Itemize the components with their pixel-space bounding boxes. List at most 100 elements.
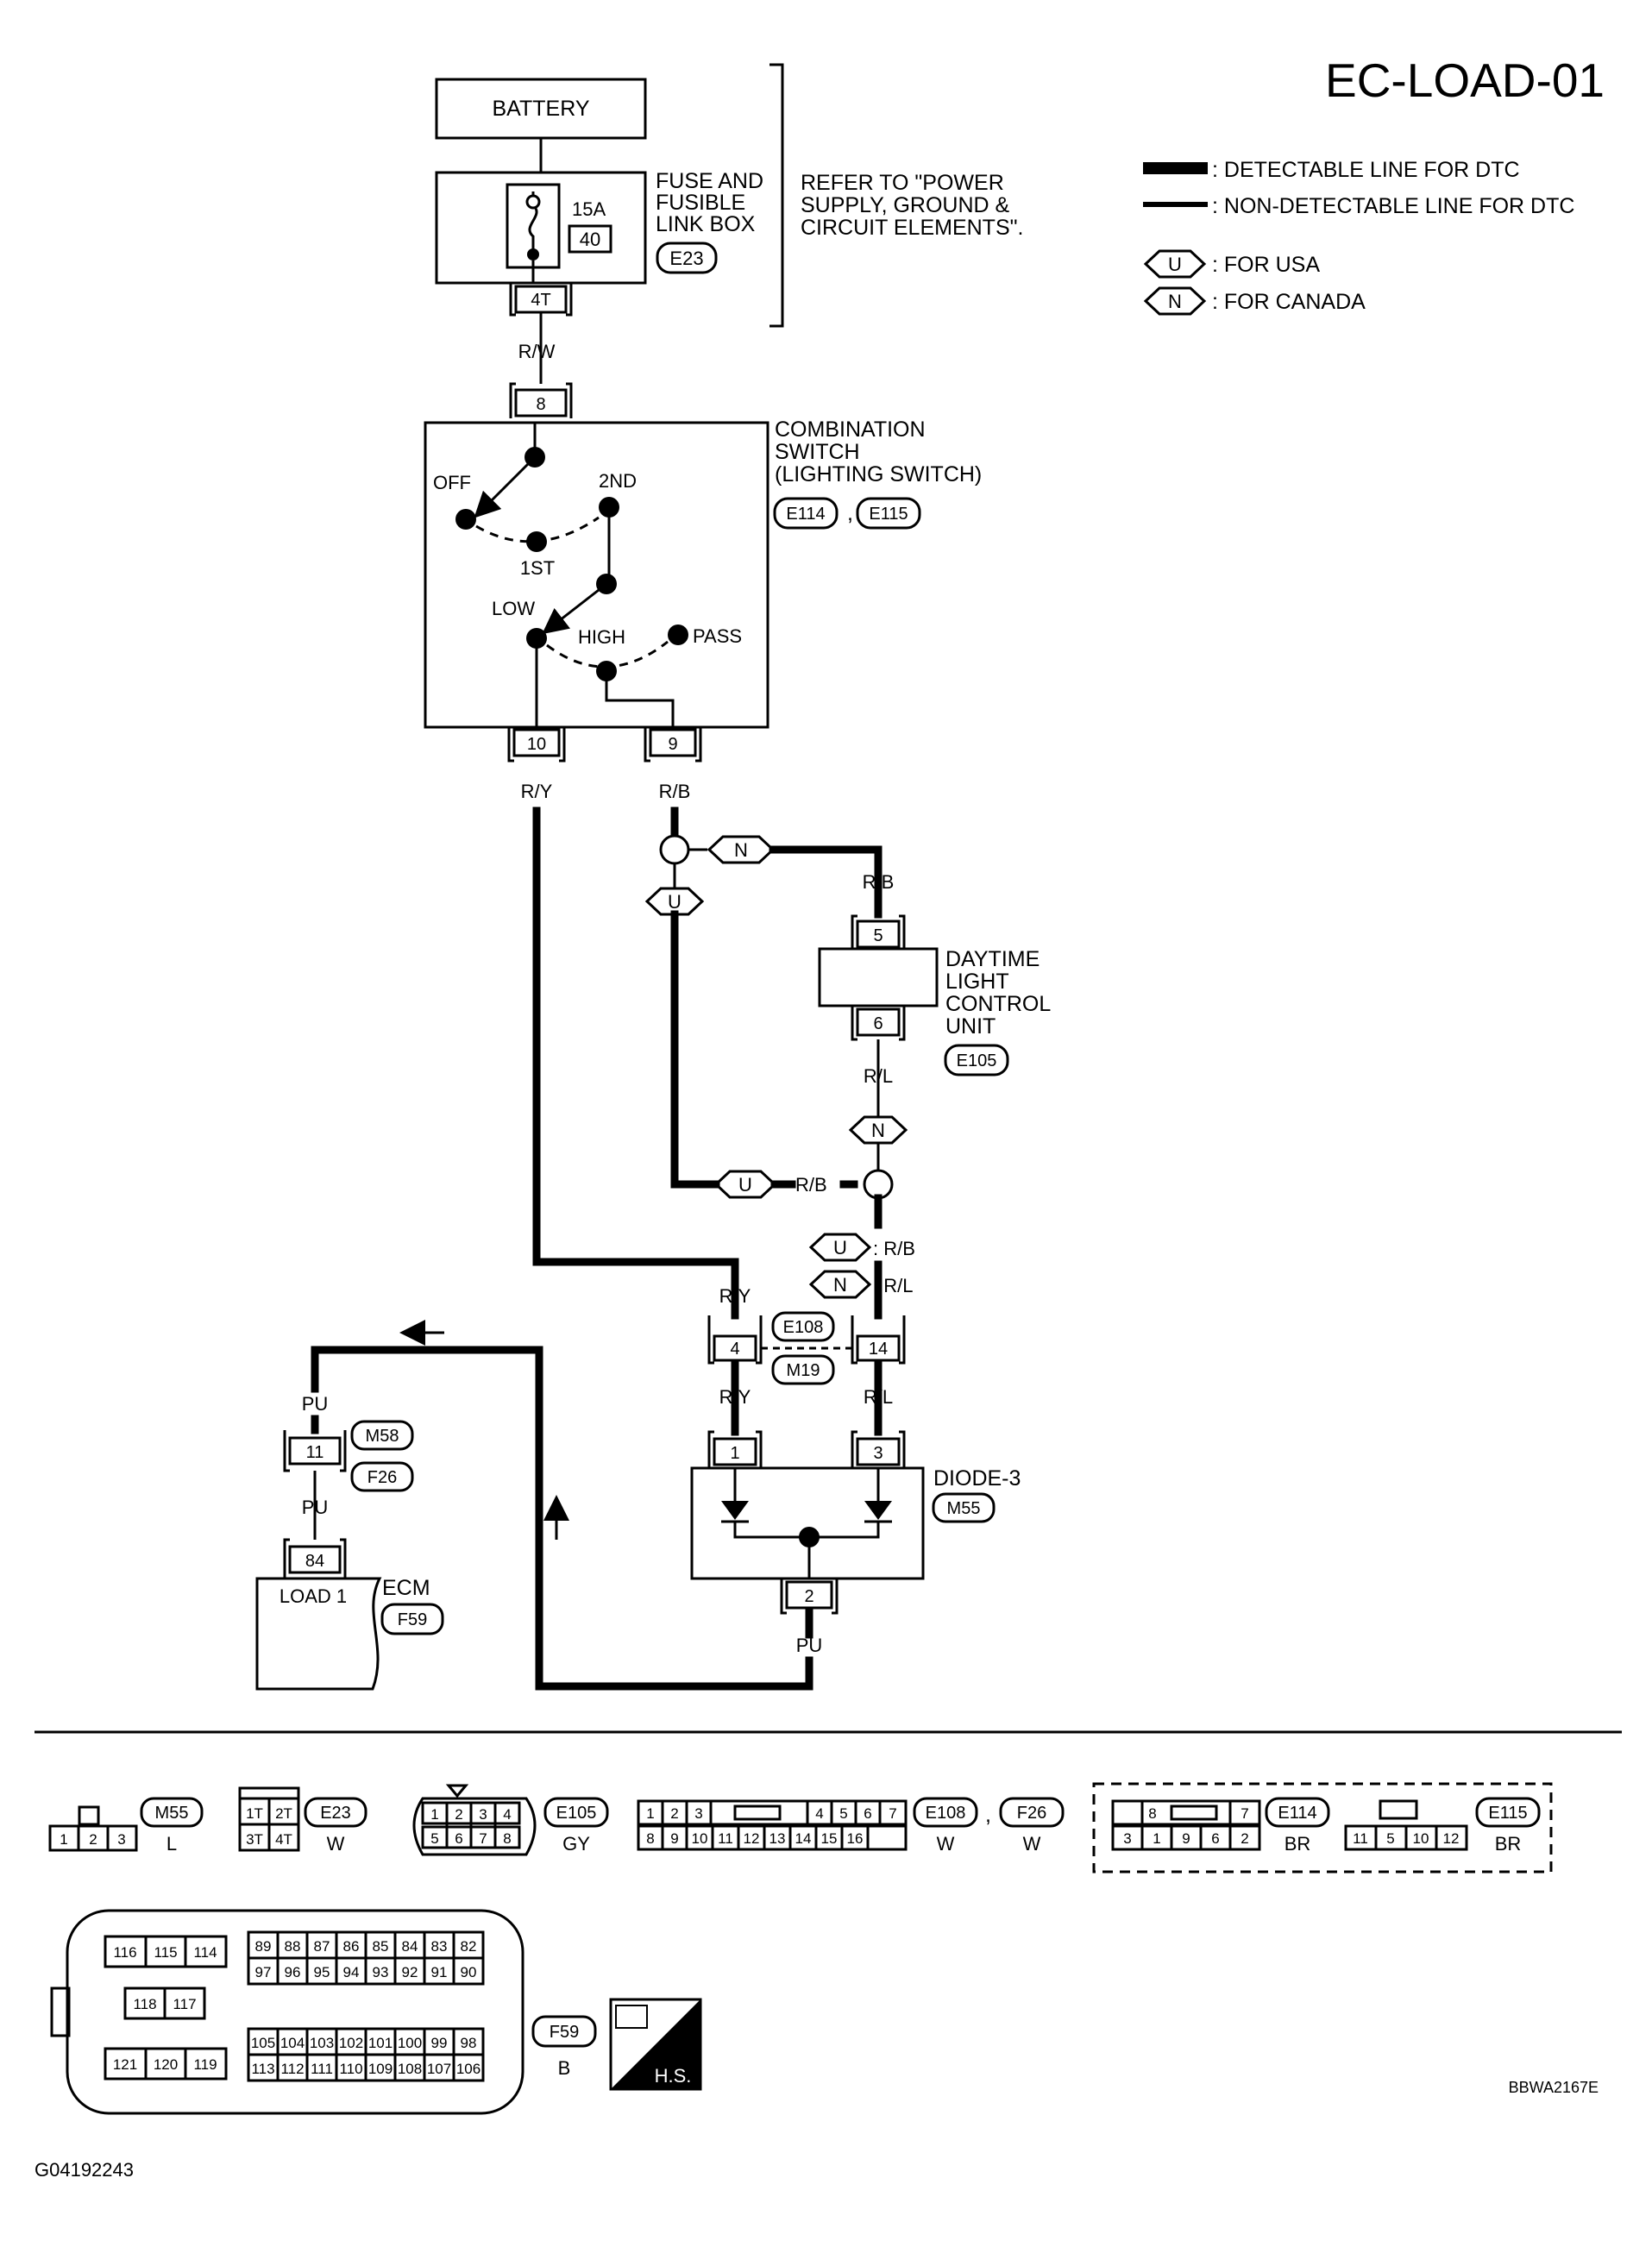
- ecm-label: ECM: [382, 1576, 430, 1600]
- svg-text:11: 11: [306, 1443, 324, 1462]
- wire-pu-b: PU: [302, 1393, 329, 1415]
- combination-switch-label-3: (LIGHTING SWITCH): [775, 462, 982, 486]
- switch-1st: 1ST: [520, 557, 555, 579]
- connector-view-e108: 1 2 3 4 5 6 7 8 9 10 11 12 13 14 15 16 E…: [637, 1797, 1065, 1855]
- fuse-box-label-1: FUSE AND: [656, 169, 763, 193]
- tag-n-right-shape: [848, 1115, 908, 1145]
- svg-text:5: 5: [873, 926, 883, 945]
- joint-conn-bottom: M19: [787, 1361, 820, 1380]
- wire-ry-b: R/Y: [719, 1285, 751, 1307]
- connector-view-e23: 1T 2T 3T 4T E23 W: [238, 1786, 367, 1855]
- svg-text:86: 86: [343, 1938, 360, 1955]
- dlc-label-4: UNIT: [945, 1014, 996, 1039]
- svg-text:12: 12: [744, 1830, 760, 1847]
- e108-color: W: [937, 1833, 955, 1855]
- svg-text:8: 8: [536, 395, 545, 414]
- diode-a-icon: [721, 1501, 749, 1520]
- svg-text:93: 93: [373, 1964, 389, 1980]
- svg-text:107: 107: [427, 2061, 451, 2077]
- combination-switch-conn-1: E114: [786, 505, 825, 524]
- refer-line-2: SUPPLY, GROUND &: [801, 193, 1010, 217]
- legend-canada-tag: N: [1168, 291, 1182, 312]
- svg-text:6: 6: [864, 1805, 871, 1822]
- daytime-light-control-unit: [818, 947, 939, 1007]
- svg-text:14: 14: [795, 1830, 812, 1847]
- svg-text:98: 98: [461, 2035, 477, 2051]
- tag-u-left: U: [668, 891, 682, 913]
- dlc-connector: E105: [957, 1051, 997, 1070]
- svg-text:3: 3: [479, 1806, 487, 1823]
- diagram-title: EC-LOAD-01: [1325, 53, 1605, 107]
- svg-text:108: 108: [398, 2061, 422, 2077]
- e115-color: BR: [1495, 1833, 1522, 1855]
- combination-switch-label-1: COMBINATION: [775, 417, 926, 442]
- svg-text:111: 111: [311, 2061, 333, 2077]
- svg-text:11: 11: [1353, 1830, 1368, 1847]
- svg-text:,: ,: [985, 1803, 991, 1827]
- svg-text:7: 7: [479, 1830, 487, 1847]
- diode-3: [690, 1466, 925, 1580]
- e114-id: E114: [1278, 1804, 1316, 1823]
- fuse-box-connector: E23: [669, 248, 703, 269]
- connector-pin-1: 1: [707, 1430, 763, 1468]
- usa-tag-shape: [1143, 249, 1207, 279]
- legend-canada: : FOR CANADA: [1212, 290, 1366, 314]
- dlc-label-3: CONTROL: [945, 992, 1051, 1016]
- document-code: G04192243: [35, 2159, 134, 2181]
- svg-text:90: 90: [461, 1964, 477, 1980]
- svg-text:103: 103: [310, 2035, 334, 2051]
- svg-text:84: 84: [402, 1938, 418, 1955]
- connector-pin-9: 9: [644, 727, 702, 763]
- connector-pin-8: 8: [509, 382, 573, 418]
- legend-usa-tag: U: [1168, 254, 1182, 275]
- svg-text:10: 10: [1413, 1830, 1429, 1847]
- m55-color: L: [166, 1833, 177, 1855]
- connector-view-f59: 116 115 114 118 117 121 120 119 89 88 87…: [50, 1909, 597, 2115]
- connector-pin-4t: 4T: [509, 283, 573, 317]
- svg-text:2: 2: [804, 1587, 813, 1606]
- connector-pin-14: 14: [851, 1315, 906, 1365]
- connector-pin-10: 10: [507, 727, 566, 763]
- svg-text:9: 9: [1182, 1830, 1190, 1847]
- bracket: [769, 63, 784, 328]
- svg-text:84: 84: [305, 1552, 324, 1571]
- dlc-label-2: LIGHT: [945, 970, 1009, 994]
- combination-switch-sep: ,: [847, 501, 853, 525]
- svg-text:88: 88: [285, 1938, 301, 1955]
- ecm: [255, 1577, 382, 1691]
- svg-text:10: 10: [692, 1830, 708, 1847]
- svg-text:8: 8: [1148, 1805, 1156, 1822]
- e114-color: BR: [1285, 1833, 1311, 1855]
- svg-text:2: 2: [455, 1806, 462, 1823]
- svg-text:6: 6: [1211, 1830, 1219, 1847]
- svg-text:4T: 4T: [275, 1831, 292, 1848]
- switch-low: LOW: [492, 598, 535, 619]
- connector-view-e114: 8 7 3 1 9 6 2 E114 BR: [1111, 1797, 1330, 1855]
- svg-text:3: 3: [117, 1831, 125, 1848]
- battery-label: BATTERY: [493, 97, 590, 121]
- svg-text:2T: 2T: [275, 1805, 292, 1822]
- svg-text:120: 120: [154, 2056, 178, 2073]
- svg-text:87: 87: [314, 1938, 330, 1955]
- svg-text:1T: 1T: [246, 1805, 263, 1822]
- svg-text:4: 4: [815, 1805, 823, 1822]
- diode-b-icon: [864, 1501, 892, 1520]
- svg-text:1: 1: [646, 1805, 654, 1822]
- tag-n-mid-shape: [808, 1270, 872, 1299]
- dlc-label-1: DAYTIME: [945, 947, 1040, 971]
- wire-rl-a: R/L: [864, 1065, 893, 1087]
- ecm-connector: F59: [398, 1610, 427, 1629]
- fuse-box: 15A 40: [435, 171, 647, 285]
- svg-text:3T: 3T: [246, 1831, 263, 1848]
- tag-u-bottom: U: [738, 1174, 752, 1196]
- svg-text:100: 100: [398, 2035, 422, 2051]
- splice-bottom: [863, 1169, 894, 1200]
- svg-text:5: 5: [430, 1830, 438, 1847]
- legend-non-detectable: : NON-DETECTABLE LINE FOR DTC: [1212, 194, 1574, 218]
- svg-text:105: 105: [251, 2035, 275, 2051]
- tag-n-right: N: [871, 1120, 885, 1141]
- svg-text:3: 3: [873, 1444, 883, 1463]
- svg-text:3: 3: [1123, 1830, 1131, 1847]
- wire-ry-c: R/Y: [719, 1386, 751, 1408]
